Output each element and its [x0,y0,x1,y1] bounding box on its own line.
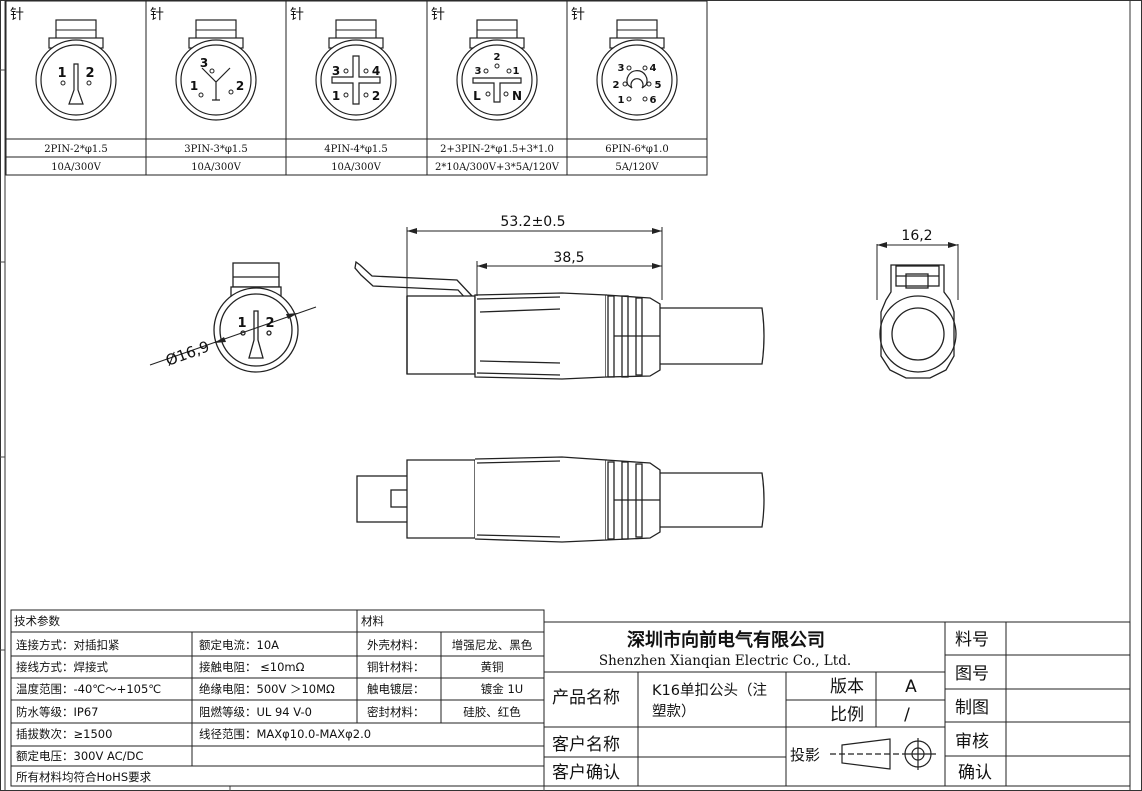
param-cell: 铜针材料： [367,660,425,674]
pin-rating: 2*10A/300V+3*5A/120V [435,162,560,173]
diameter-dimension: Ø16,9 [163,337,212,369]
pin-number: 4 [650,63,657,74]
drafter-label: 制图 [955,698,989,718]
param-cell: 连接方式：对插扣紧 [16,638,120,652]
pin-table [5,0,708,176]
param-cell: 外壳材料： [367,638,425,652]
rated-voltage: 额定电压：300V AC/DC [16,749,143,763]
connector-face-4pin: 3 4 1 2 [315,19,397,121]
material-title: 材料 [361,614,384,628]
reviewer-label: 审核 [955,732,989,752]
pin-header-label: 针 [431,7,445,23]
pin-number: 2 [613,80,620,91]
param-cell: 触电镀层： [367,682,425,696]
projection-symbol-icon [830,738,936,770]
pin-rating: 10A/300V [51,162,101,173]
drawing-number-label: 图号 [955,664,989,684]
pin-number: 2 [85,66,94,81]
param-cell: 接触电阻： ≤10mΩ [199,660,305,674]
side-view [354,260,765,380]
rear-view [876,244,959,379]
version-value: A [905,677,917,697]
param-cell: 绝缘电阻：500V ＞10MΩ [199,682,335,696]
product-name-line2: 塑款） [652,703,696,720]
pin-spec: 3PIN-3*φ1.5 [184,144,247,155]
bottom-view [356,456,765,543]
param-cell: 额定电流：10A [199,638,279,652]
front-view [149,262,317,373]
connector-face-3pin: 3 1 2 [175,19,257,121]
confirm-label: 确认 [958,763,992,783]
pin-number: 1 [618,95,625,106]
pin-header-label: 针 [571,7,585,23]
pin-number: 1 [332,89,340,103]
scale-value: / [904,705,910,725]
front-pin-number: 1 [237,316,246,331]
body-length-dimension: 38,5 [553,250,584,266]
connector-face-2pin: 1 2 [35,19,117,121]
connector-face-6pin: 3 4 2 5 1 6 [596,19,678,121]
customer-confirm-label: 客户确认 [552,763,620,783]
tech-params-title: 技术参数 [14,614,60,628]
param-cell: 阻燃等级：UL 94 V-0 [199,705,312,719]
pin-number: 6 [650,95,657,106]
pin-number: 3 [618,63,625,74]
param-cell: 黄铜 [481,660,504,674]
border-ticks [0,69,545,791]
param-cell: 接线方式：焊接式 [16,660,108,674]
overall-length-dimension: 53.2±0.5 [500,214,565,230]
side-dimensions [406,227,663,300]
param-cell: 镀金 1U [481,682,523,696]
product-name-label: 产品名称 [552,688,620,708]
pin-number: 3 [332,64,340,78]
company-name-en: Shenzhen Xianqian Electric Co., Ltd. [599,653,851,669]
product-name-line1: K16单扣公头（注 [652,682,767,699]
company-name-cn: 深圳市向前电气有限公司 [627,629,825,651]
pin-number: 2 [372,89,380,103]
title-block [543,621,1131,787]
wire-range: 线径范围：MAXφ10.0-MAXφ2.0 [199,727,371,741]
version-label: 版本 [830,677,864,697]
customer-name-label: 客户名称 [552,735,620,755]
pin-header-label: 针 [290,7,304,23]
connector-face-2plus3pin: 2 3 1 L N [456,19,538,121]
pin-number: 4 [372,64,380,78]
param-cell: 温度范围：-40℃～+105℃ [16,682,161,696]
rohs-note: 所有材料均符合HoHS要求 [16,770,152,784]
pin-header-label: 针 [150,7,164,23]
param-cell: 硅胶、红色 [463,705,521,719]
width-dimension: 16,2 [901,228,932,244]
pin-rating: 5A/120V [615,162,659,173]
part-number-label: 料号 [955,630,989,650]
pin-header-label: 针 [10,7,24,23]
pin-spec: 2PIN-2*φ1.5 [44,144,107,155]
front-pin-number: 2 [265,316,274,331]
pin-label: L [473,89,481,103]
param-cell: 密封材料： [367,705,425,719]
pin-spec: 4PIN-4*φ1.5 [324,144,387,155]
insertion-count: 插拔数次：≥1500 [16,727,112,741]
param-cell: 防水等级：IP67 [16,705,98,719]
projection-label: 投影 [790,746,820,764]
pin-number: 3 [475,66,482,77]
pin-number: 5 [655,80,662,91]
pin-spec: 6PIN-6*φ1.0 [605,144,668,155]
param-cell: 增强尼龙、黑色 [452,638,533,652]
pin-number: 1 [513,66,520,77]
pin-spec: 2+3PIN-2*φ1.5+3*1.0 [440,144,554,155]
scale-label: 比例 [830,705,864,725]
pin-number: 1 [190,79,198,93]
pin-rating: 10A/300V [191,162,241,173]
pin-number: 3 [200,56,208,70]
pin-label: N [512,89,522,103]
pin-rating: 10A/300V [331,162,381,173]
pin-number: 2 [494,52,501,63]
pin-number: 1 [57,66,66,81]
pin-number: 2 [236,79,244,93]
